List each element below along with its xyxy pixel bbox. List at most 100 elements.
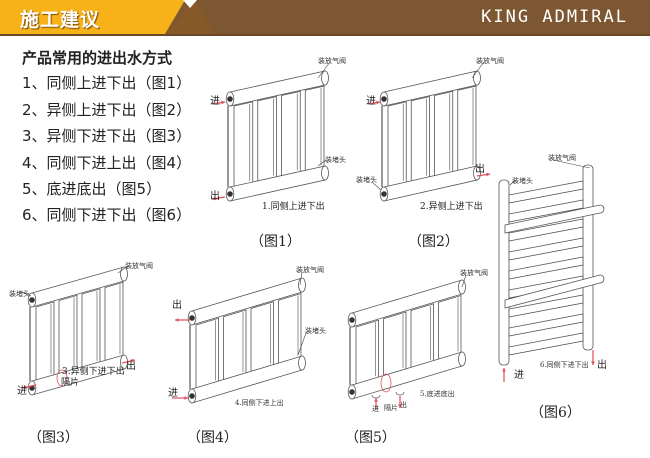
spacer-marker (56, 369, 68, 387)
leader-line (21, 291, 32, 297)
arrow-head (175, 318, 179, 322)
towel-hanger-bar (504, 274, 605, 309)
header-banner: 施工建议 KING ADMIRAL (0, 0, 650, 36)
figure-description: 1.同侧上进下出 (262, 202, 325, 212)
vent-label: 装放气阀 (125, 262, 153, 270)
spacer-label: 隔片 (61, 378, 80, 388)
outlet-label: 出 (126, 361, 136, 372)
bottom-outlet (395, 391, 405, 396)
towel-rack-right-pole (582, 164, 594, 351)
arrow-head (376, 100, 380, 105)
arrow-head (212, 196, 216, 201)
arrow-head (184, 396, 188, 400)
plug-label: 装堵头 (305, 327, 326, 335)
outlet-label: 出 (597, 360, 607, 371)
inlet-label: 进 (514, 370, 524, 381)
figure-caption: （图1） (250, 234, 301, 250)
towel-hanger-bar (504, 204, 605, 234)
towel-rack-left-pole (498, 179, 510, 366)
figure-caption: （图2） (408, 234, 459, 250)
arrow-head (398, 404, 402, 408)
radiator-column (383, 311, 407, 378)
top-header-pipe-opening (381, 96, 387, 102)
top-header-pipe-opening (349, 317, 355, 323)
top-header-pipe-end (321, 70, 329, 86)
top-header-pipe-opening (189, 315, 195, 321)
figure-description: 5.底进底出 (420, 390, 455, 398)
bottom-header-pipe-end (321, 165, 329, 181)
arrow-head (23, 385, 27, 390)
header-decoration (0, 0, 215, 34)
radiator-column (438, 294, 462, 361)
leader-line (509, 179, 516, 186)
spacer-label: 隔片 (384, 404, 398, 412)
list-item: 3、异侧下进下出（图3） (22, 127, 192, 145)
bottom-header-pipe-opening (227, 191, 233, 197)
bottom-header-pipe-opening (349, 389, 355, 395)
towel-rack-bar (508, 332, 584, 356)
towel-rack-bar (508, 256, 584, 280)
towel-rack-bar (508, 218, 584, 242)
arrow-head (486, 172, 490, 177)
header-title: 施工建议 (20, 9, 101, 31)
leader-line (297, 332, 307, 356)
list-item: 6、同侧下进下出（图6） (22, 206, 192, 224)
brand-name: KING ADMIRAL (481, 7, 628, 27)
leader-line (317, 61, 331, 79)
towel-rack-bar (508, 180, 584, 204)
plug-label: 装堵头 (325, 156, 346, 164)
list-title: 产品常用的进出水方式 (22, 49, 173, 67)
list-item: 1、同侧上进下出（图1） (22, 74, 192, 92)
outlet-label: 出 (210, 191, 220, 202)
vent-label: 装放气阀 (548, 154, 576, 162)
bottom-header-pipe-end (458, 351, 466, 367)
leader-line (371, 181, 382, 191)
vent-label: 装放气阀 (318, 57, 346, 65)
towel-rack-bar (508, 313, 584, 337)
bottom-header-pipe-opening (189, 393, 195, 399)
radiator-column (355, 319, 379, 386)
figure-description: 6.同侧下进下出 (540, 361, 589, 369)
bottom-header-pipe-end (473, 165, 481, 181)
list-item: 4、同侧下进上出（图4） (22, 154, 192, 172)
inlet-label: 进 (168, 388, 178, 399)
leader-line (471, 61, 485, 79)
plug-label: 装堵头 (9, 290, 30, 298)
list-item: 5、底进底出（图5） (22, 180, 162, 198)
leader-line (317, 159, 327, 167)
top-header-pipe-opening (29, 297, 35, 303)
leader-line (299, 271, 303, 286)
plug-label: 装堵头 (512, 177, 533, 185)
figure-caption: （图5） (345, 430, 396, 446)
top-header-pipe-opening (227, 96, 233, 102)
radiator-column (278, 292, 302, 365)
arrow-head (374, 398, 378, 402)
arrow-head (502, 368, 506, 372)
arrow-head (221, 100, 225, 105)
bottom-header-pipe-end (298, 355, 306, 371)
figure-description: 4.同侧下进上出 (235, 399, 284, 407)
radiator-column (223, 309, 247, 382)
radiator-column (195, 317, 219, 390)
figure-caption: （图4） (187, 430, 238, 446)
vent-label: 装放气阀 (460, 269, 488, 277)
figure-description: 2.异侧上进下出 (420, 202, 483, 212)
figure-description: 3.异侧下进下出 (62, 367, 125, 377)
spacer-marker (380, 373, 392, 393)
inlet-label: 进 (372, 405, 379, 413)
outlet-label: 出 (172, 300, 182, 311)
top-header-pipe-end (298, 277, 306, 293)
radiator-column (250, 301, 274, 374)
plug-label: 装堵头 (356, 176, 377, 184)
vent-label: 装放气阀 (296, 266, 324, 274)
radiator-column (410, 303, 434, 370)
inlet-label: 进 (366, 96, 376, 107)
arrow-head (131, 358, 135, 363)
inlet-label: 进 (210, 96, 220, 107)
towel-rack-bar (508, 237, 584, 261)
outlet-label: 出 (400, 401, 407, 409)
figure-caption: （图3） (28, 430, 79, 446)
towel-rack-bar (508, 199, 584, 223)
